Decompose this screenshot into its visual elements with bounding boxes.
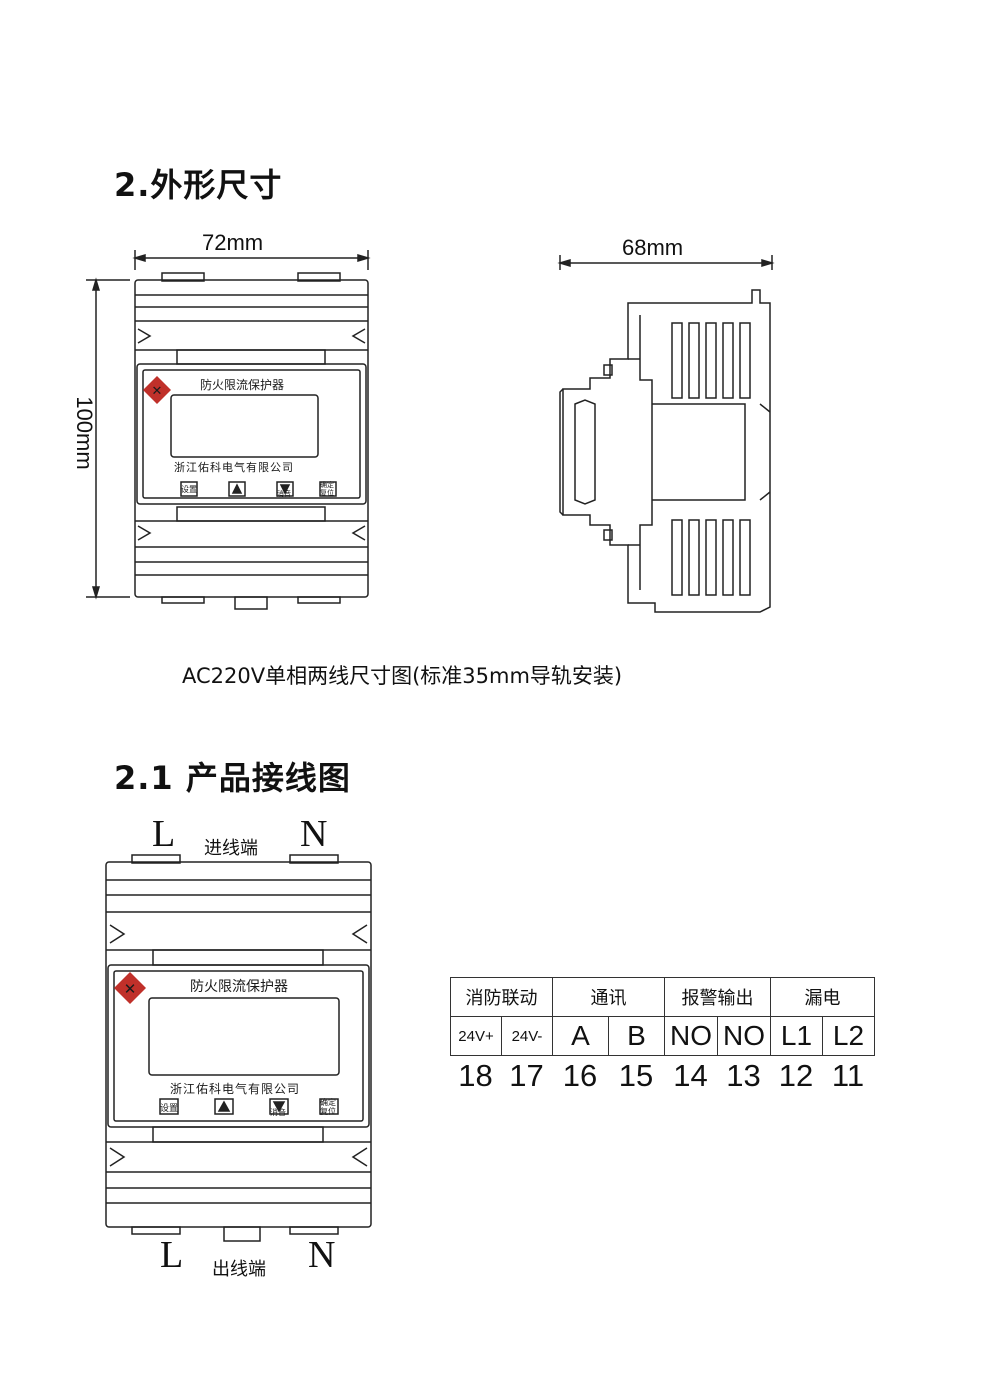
group-communication: 通讯	[552, 977, 665, 1017]
terminal-table: 消防联动 通讯 报警输出 漏电 24V+ 24V- A B NO NO L1 L…	[450, 977, 875, 1056]
output-N-label: N	[308, 1234, 336, 1276]
signal-no-1: NO	[664, 1016, 718, 1056]
terminal-number: 14	[673, 1058, 708, 1093]
terminal-number: 18	[458, 1058, 493, 1093]
device-name-label: 防火限流保护器	[200, 378, 285, 392]
terminal-number: 13	[726, 1058, 761, 1093]
section-title-dimensions: 2.外形尺寸	[114, 166, 283, 204]
terminal-number-row: 18 17 16 15 14 13 12 11	[450, 1058, 874, 1094]
wiring-mute-label: 消音	[270, 1108, 286, 1117]
mute-button-label: 消音	[277, 490, 291, 498]
signal-a: A	[552, 1016, 609, 1056]
signal-no-2: NO	[717, 1016, 771, 1056]
drawing-caption: AC220V单相两线尺寸图(标准35mm导轨安装)	[182, 664, 623, 688]
depth-dimension-label: 68mm	[622, 235, 684, 260]
terminal-number: 11	[831, 1058, 865, 1093]
terminal-number: 12	[778, 1058, 814, 1093]
group-alarm-output: 报警输出	[664, 977, 771, 1017]
output-L-label: L	[160, 1234, 184, 1276]
signal-l1: L1	[770, 1016, 823, 1056]
input-terminal-label: 进线端	[204, 838, 258, 859]
wiring-company-name: 浙江佑科电气有限公司	[170, 1082, 301, 1096]
svg-text:✕: ✕	[124, 980, 137, 998]
company-name-label: 浙江佑科电气有限公司	[174, 461, 294, 474]
signal-l2: L2	[822, 1016, 875, 1056]
input-N-label: N	[300, 813, 328, 855]
reset-button-label: 确定复位	[320, 481, 334, 497]
wiring-device-name: 防火限流保护器	[190, 979, 288, 995]
svg-text:✕: ✕	[152, 384, 163, 399]
signal-b: B	[608, 1016, 665, 1056]
terminal-group-row: 消防联动 通讯 报警输出 漏电	[450, 977, 875, 1017]
signal-24v-minus: 24V-	[501, 1016, 553, 1056]
wiring-set-label: 设置	[160, 1104, 179, 1114]
input-L-label: L	[152, 813, 176, 855]
wiring-reset-label: 确定复位	[320, 1098, 336, 1116]
set-button-label: 设置	[181, 485, 197, 494]
terminal-number: 16	[562, 1058, 598, 1093]
wiring-brand-logo: ✕	[114, 972, 146, 1004]
terminal-number: 17	[509, 1058, 544, 1093]
output-terminal-label: 出线端	[212, 1259, 266, 1280]
brand-logo: ✕	[143, 376, 171, 404]
signal-24v-plus: 24V+	[450, 1016, 502, 1056]
section-title-wiring: 2.1 产品接线图	[114, 759, 351, 797]
group-fire-linkage: 消防联动	[450, 977, 553, 1017]
terminal-number: 15	[618, 1058, 654, 1093]
width-dimension-label: 72mm	[202, 230, 264, 255]
front-view-drawing: ✕	[86, 250, 775, 613]
group-leakage: 漏电	[770, 977, 875, 1017]
terminal-signal-row: 24V+ 24V- A B NO NO L1 L2	[450, 1016, 875, 1056]
